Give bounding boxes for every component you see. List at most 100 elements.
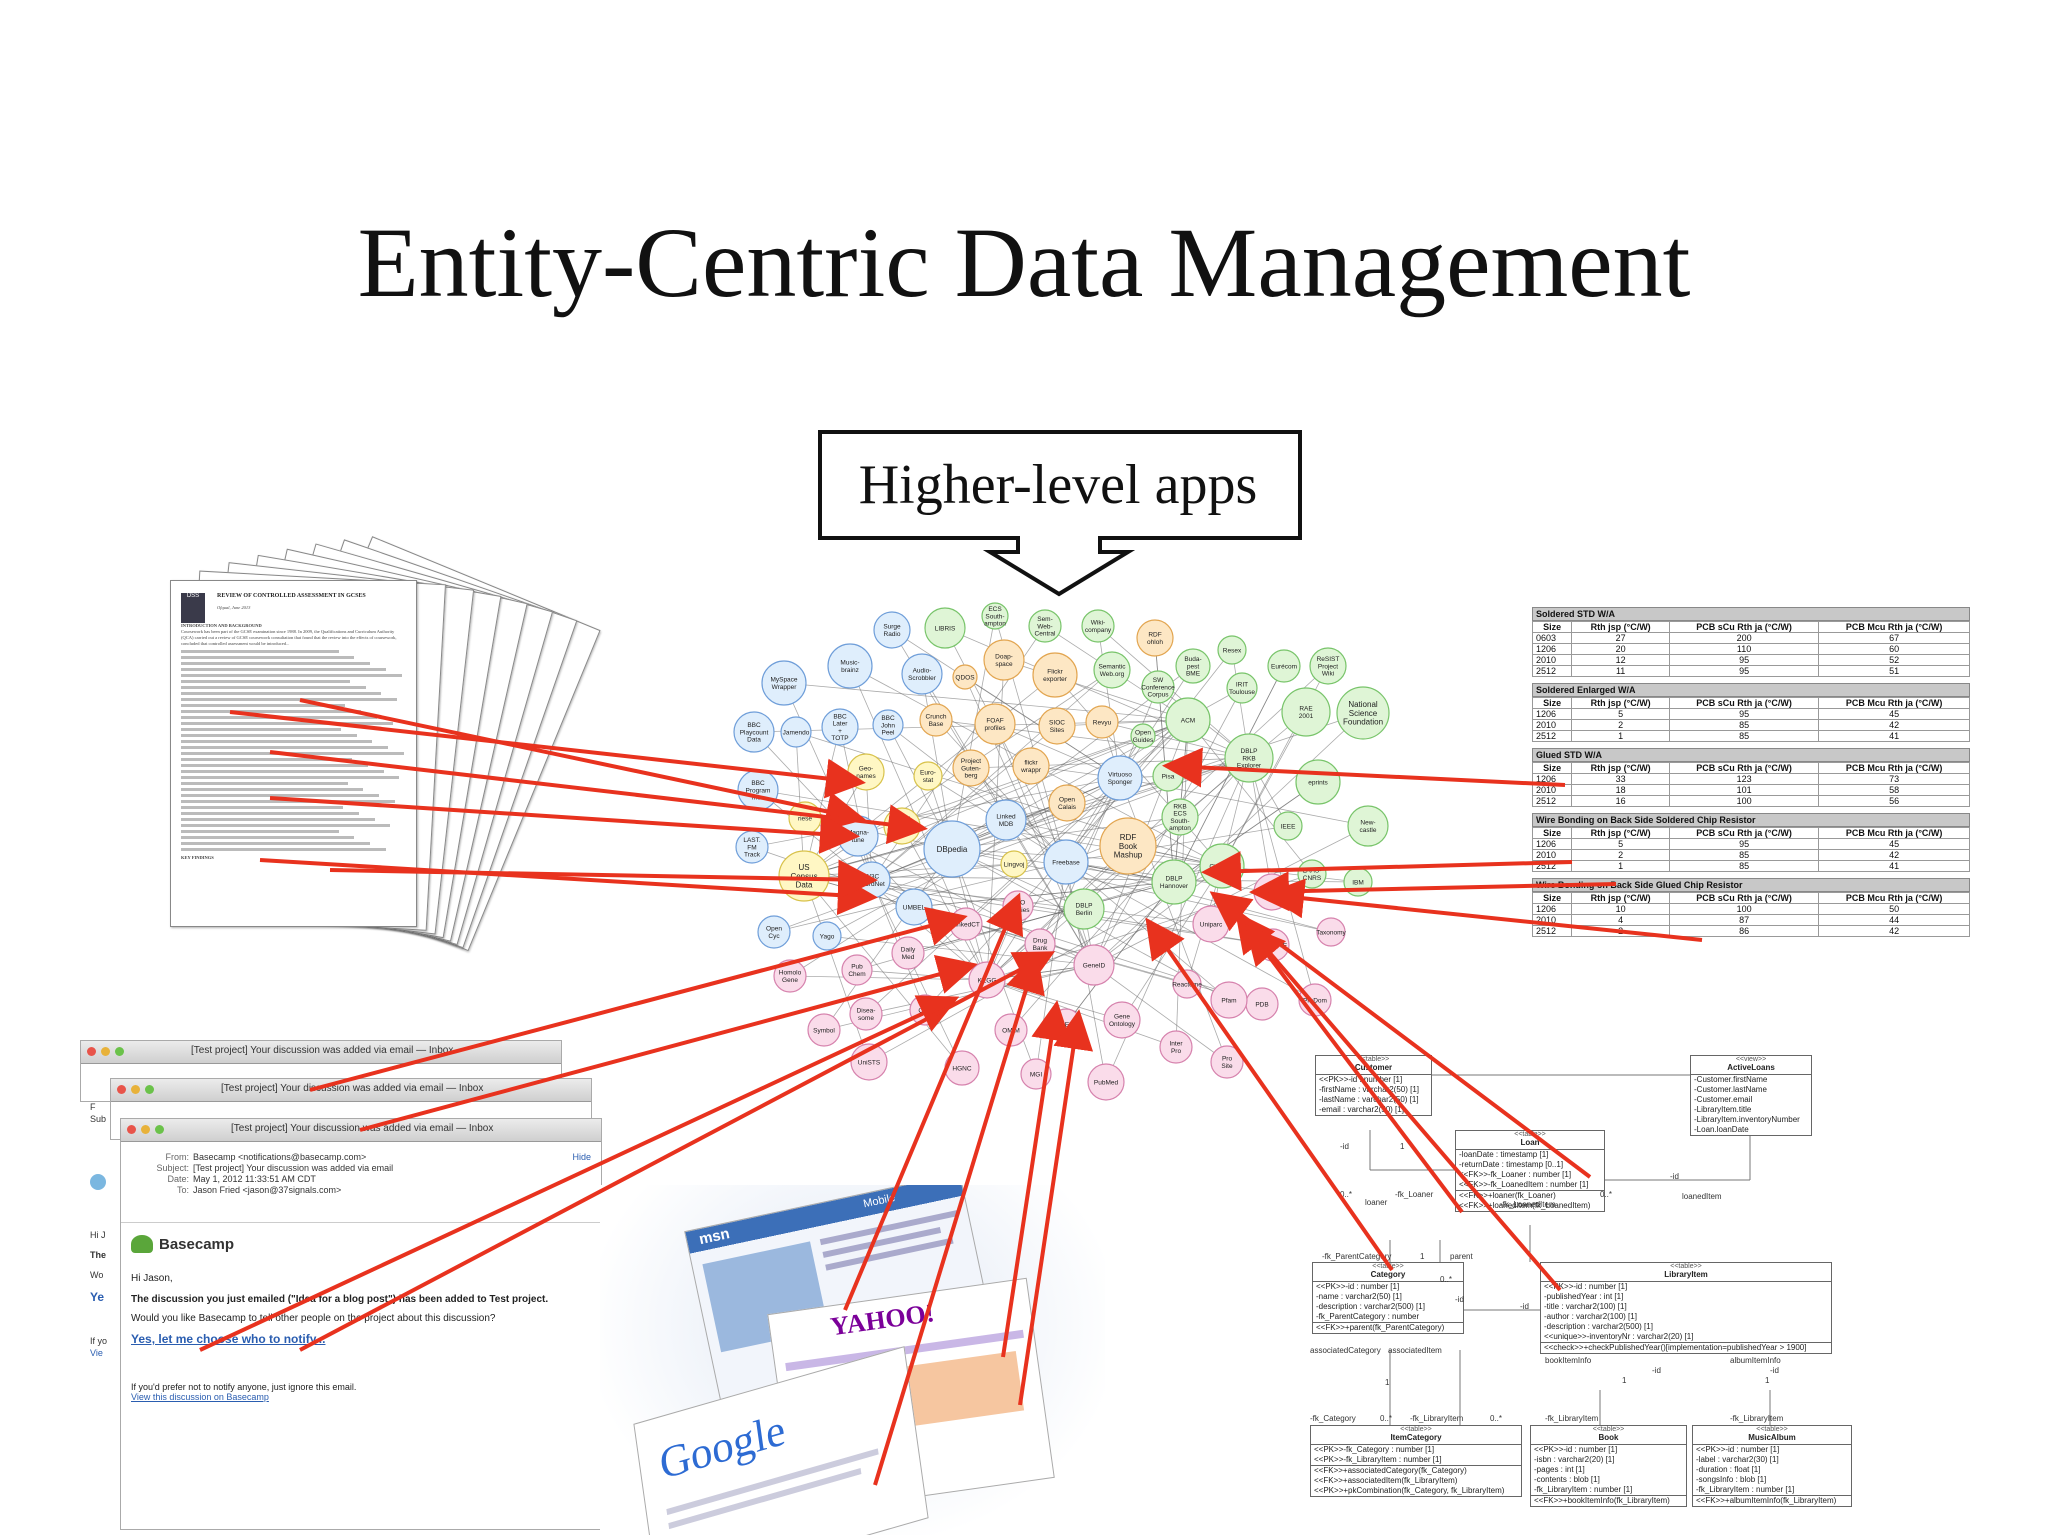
email-window-title: [Test project] Your discussion was added… — [221, 1083, 484, 1094]
zoom-dot-icon[interactable] — [155, 1125, 164, 1134]
email-titlebar[interactable]: [Test project] Your discussion was added… — [81, 1041, 561, 1064]
lod-node-circle — [1038, 707, 1076, 745]
table-cell: 56 — [1818, 795, 1970, 807]
uml-association-label: loanedItem — [1682, 1192, 1722, 1201]
uml-stereotype: <<table>> — [1400, 1426, 1432, 1433]
uml-attribute: -lastName : varchar2(50) [1] — [1319, 1095, 1419, 1104]
lod-node-label: Euro-stat — [920, 770, 936, 784]
uml-attribute: -fk_LibraryItem : number [1] — [1534, 1485, 1633, 1494]
lod-node-label: Geo-names — [856, 766, 876, 780]
red-arrow — [1249, 871, 1617, 912]
lod-node-label: Pfam — [1221, 997, 1236, 1004]
lod-node: Jamendo — [780, 716, 812, 748]
uml-association-label: -id — [1520, 1302, 1529, 1311]
uml-class-name: LibraryItem — [1541, 1270, 1831, 1282]
red-arrow — [329, 859, 878, 900]
lod-node-label: Disea-some — [857, 1008, 876, 1022]
lod-node: PubMed — [1087, 1063, 1125, 1101]
hide-link[interactable]: Hide — [572, 1152, 591, 1162]
side-fragment: Hi J — [90, 1230, 106, 1240]
lod-node-circle — [974, 703, 1016, 745]
close-dot-icon[interactable] — [87, 1047, 96, 1056]
document-text-line — [181, 800, 395, 803]
lod-node: CiteSeer — [1199, 843, 1245, 889]
uml-attribute: <<PK>>-id : number [1] — [1696, 1445, 1780, 1454]
uml-association-label: -fk_Loaner — [1395, 1190, 1434, 1199]
lod-node-circle — [1151, 859, 1197, 905]
uml-stereotype: <<table>> — [1357, 1056, 1390, 1063]
callout-box — [818, 430, 1302, 597]
red-arrow — [269, 750, 928, 845]
lod-node-circle — [913, 761, 943, 791]
lod-node-label: riese — [798, 815, 812, 822]
lod-node: Disea-some — [849, 997, 883, 1031]
email-titlebar[interactable]: [Test project] Your discussion was added… — [111, 1079, 591, 1102]
document-text-line — [181, 782, 348, 785]
lod-node-circle — [1172, 969, 1202, 999]
lod-node-label: Freebase — [1052, 859, 1080, 866]
lod-node-circle — [1347, 805, 1389, 847]
from-label: From: — [165, 1152, 190, 1162]
uml-association-label: 0..* — [1490, 1414, 1503, 1423]
view-discussion-link[interactable]: View this discussion on Basecamp — [131, 1392, 269, 1402]
lod-node: PDB — [1245, 987, 1279, 1021]
email-window-front[interactable]: [Test project] Your discussion was added… — [120, 1118, 602, 1530]
lod-node: Lingvoj — [1000, 850, 1028, 878]
lod-node-circle — [849, 997, 883, 1031]
lod-node-circle — [1161, 798, 1199, 836]
close-dot-icon[interactable] — [127, 1125, 136, 1134]
email-footer1: If you'd prefer not to notify anyone, ju… — [131, 1382, 357, 1392]
uml-attribute: -isbn : varchar2(20) [1] — [1534, 1455, 1615, 1464]
uml-stereotype: <<table>> — [1756, 1426, 1788, 1433]
zoom-dot-icon[interactable] — [145, 1085, 154, 1094]
minimize-dot-icon[interactable] — [141, 1125, 150, 1134]
document-text-line — [181, 848, 386, 851]
minimize-dot-icon[interactable] — [131, 1085, 140, 1094]
uml-association-label: associatedItem — [1388, 1346, 1442, 1355]
lod-node-circle — [1141, 670, 1175, 704]
lod-node-label: eprints — [1308, 779, 1328, 786]
lod-edge — [803, 875, 870, 1063]
uml-attribute: -title : varchar2(100) [1] — [1544, 1302, 1627, 1311]
lod-edge — [935, 719, 1067, 863]
uml-attribute: <<PK>>-id : number [1] — [1544, 1282, 1628, 1291]
uml-association-label: -fk_ParentCategory — [1322, 1252, 1392, 1261]
zoom-dot-icon[interactable] — [115, 1047, 124, 1056]
minimize-dot-icon[interactable] — [101, 1047, 110, 1056]
lod-node-circle — [983, 639, 1025, 681]
uml-operation: <<FK>>+loaner(fk_Loaner) — [1459, 1191, 1556, 1200]
table-cell: 42 — [1818, 925, 1970, 937]
document-text-line — [181, 674, 402, 677]
close-dot-icon[interactable] — [117, 1085, 126, 1094]
table-cell: 85 — [1668, 730, 1820, 742]
document-logo-text: DSS — [186, 593, 200, 599]
lod-node-label: Taxonomy — [1316, 929, 1346, 936]
table-cell: 86 — [1668, 925, 1820, 937]
lod-node: LAAS-CNRS — [1297, 859, 1327, 889]
